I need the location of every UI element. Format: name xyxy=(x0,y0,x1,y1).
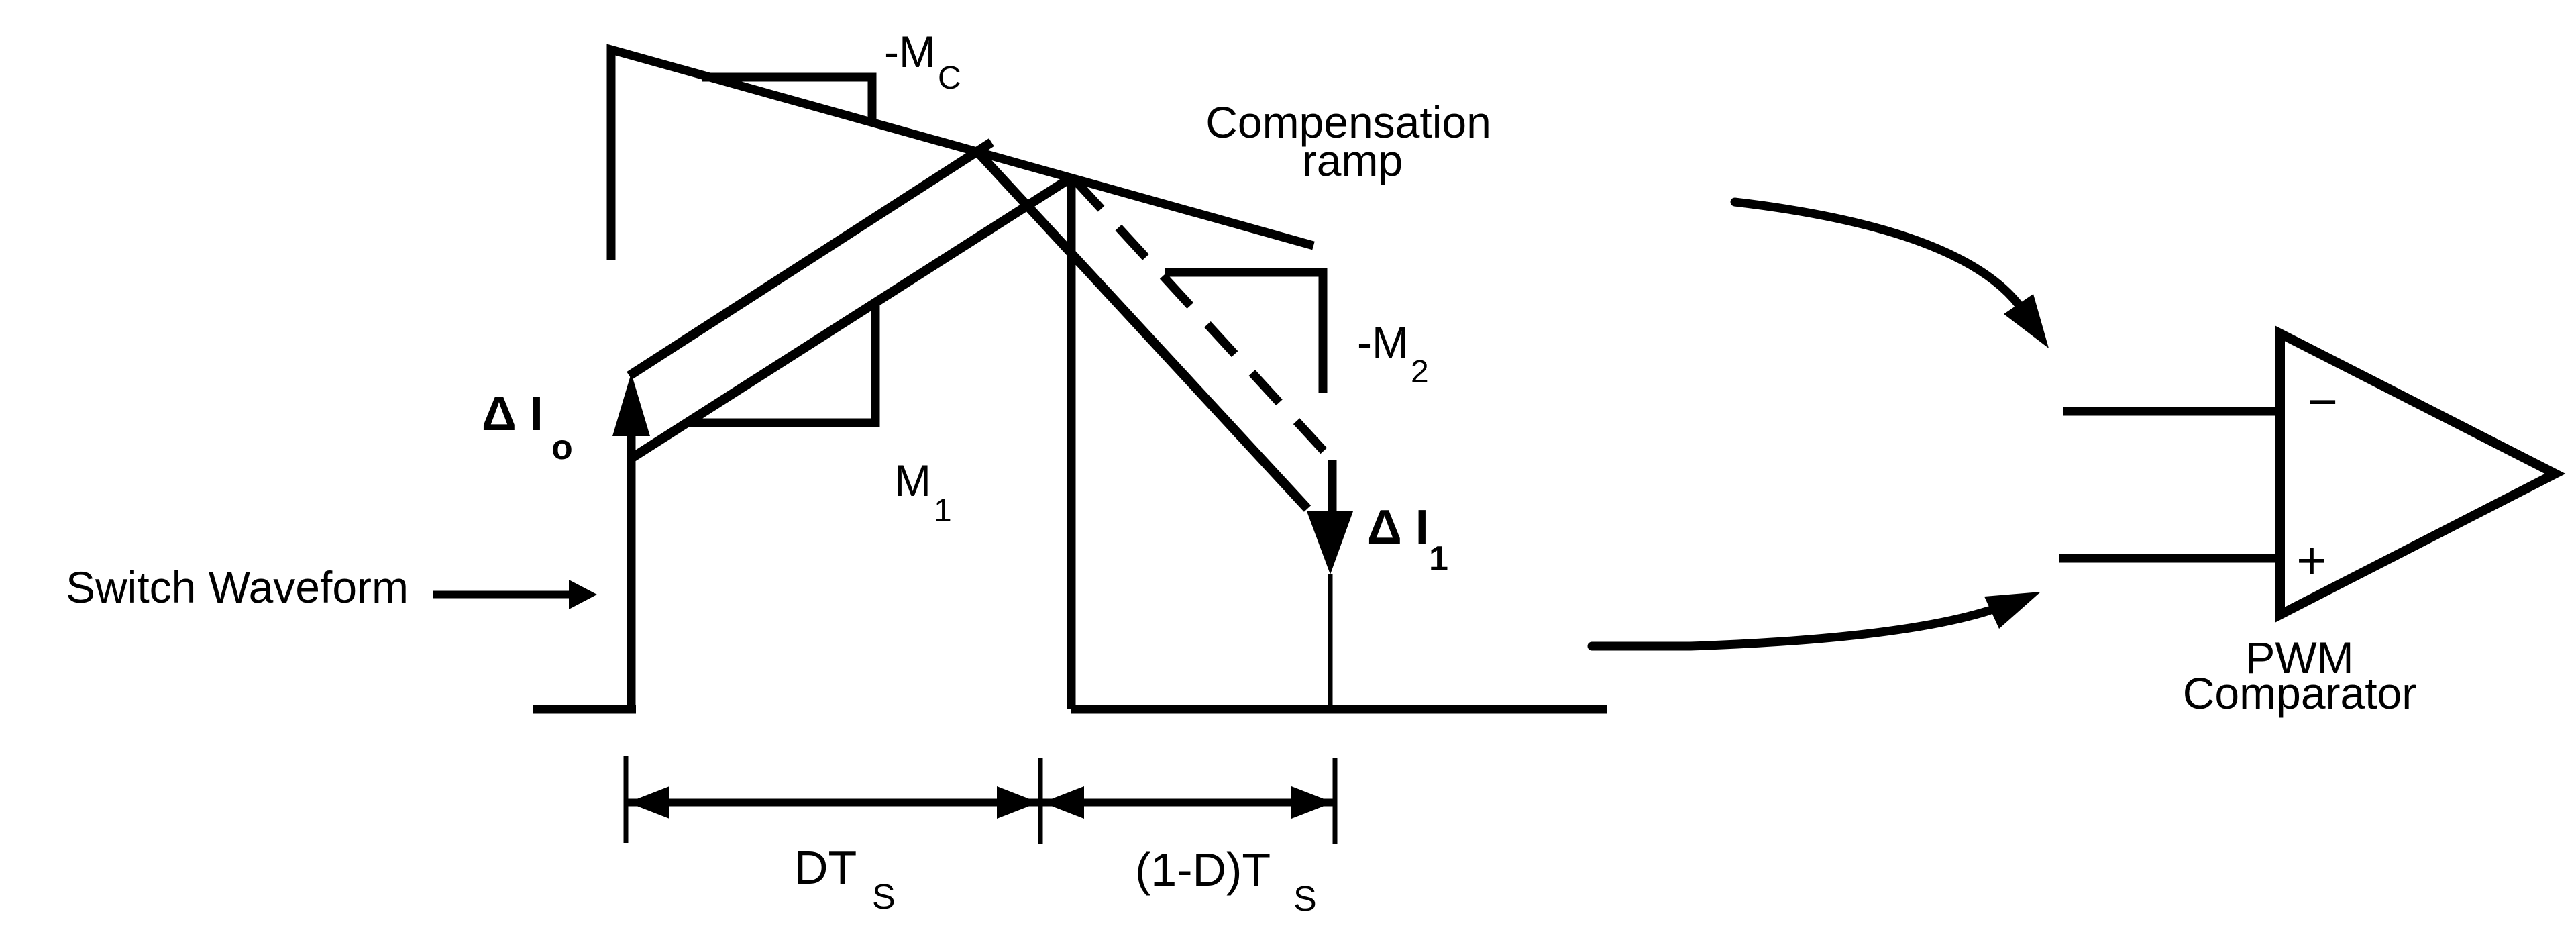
delta-i0-label-subscript: o xyxy=(551,428,573,467)
comparator-plus-sign: + xyxy=(2296,531,2327,590)
mc-slope-label-subscript: C xyxy=(938,60,961,96)
delta-i0-label: Δ I xyxy=(482,387,543,441)
upper-flow-arrowhead-icon xyxy=(2004,294,2049,348)
m1-slope-label: M xyxy=(894,456,931,505)
perturbed-upslope-line xyxy=(627,138,994,380)
dashed-downslope-line xyxy=(1071,176,1338,466)
odts-arrowhead-right-icon xyxy=(1291,786,1333,819)
switch-waveform-label: Switch Waveform xyxy=(66,562,409,612)
lower-flow-arrow-curve xyxy=(1587,606,1994,651)
switch-waveform-arrowhead-icon xyxy=(569,580,597,609)
delta-i1-label: Δ I xyxy=(1367,501,1429,554)
upper-flow-arrow-curve xyxy=(1730,197,2024,310)
m2-slope-indicator xyxy=(1165,268,1328,393)
lower-flow-arrowhead-icon xyxy=(1984,592,2041,629)
delta-i1-label-subscript: 1 xyxy=(1429,539,1448,578)
solid-downslope-line xyxy=(972,147,1311,512)
comparator-minus-sign: − xyxy=(2307,372,2338,431)
m2-slope-label: -M xyxy=(1357,317,1409,367)
odts-label-subscript: S xyxy=(1293,880,1317,919)
steady-upslope-line xyxy=(629,173,1075,462)
delta-i1-arrowhead-icon xyxy=(1307,511,1353,574)
m2-slope-label-subscript: 2 xyxy=(1411,354,1429,390)
dts-label: DT xyxy=(794,841,857,894)
dts-label-subscript: S xyxy=(872,878,896,917)
m1-slope-indicator xyxy=(687,301,880,427)
compensation-ramp-label-line2: ramp xyxy=(1302,136,1403,185)
dts-arrowhead-right-icon xyxy=(997,786,1038,819)
mc-slope-label: -M xyxy=(884,27,936,76)
delta-i0-arrowhead-icon xyxy=(612,373,650,436)
compensation-ramp-label-line1: Compensation xyxy=(1205,97,1491,147)
dts-arrowhead-left-icon xyxy=(628,786,669,819)
pwm-comparator-label-line2: Comparator xyxy=(2183,668,2416,718)
pwm-comparator-label-line1: PWM xyxy=(2245,633,2353,682)
mc-slope-indicator xyxy=(702,72,877,121)
odts-arrowhead-left-icon xyxy=(1042,786,1084,819)
odts-label: (1-D)T xyxy=(1135,843,1271,896)
comparator-triangle xyxy=(2275,325,2566,623)
m1-slope-label-subscript: 1 xyxy=(934,493,952,529)
